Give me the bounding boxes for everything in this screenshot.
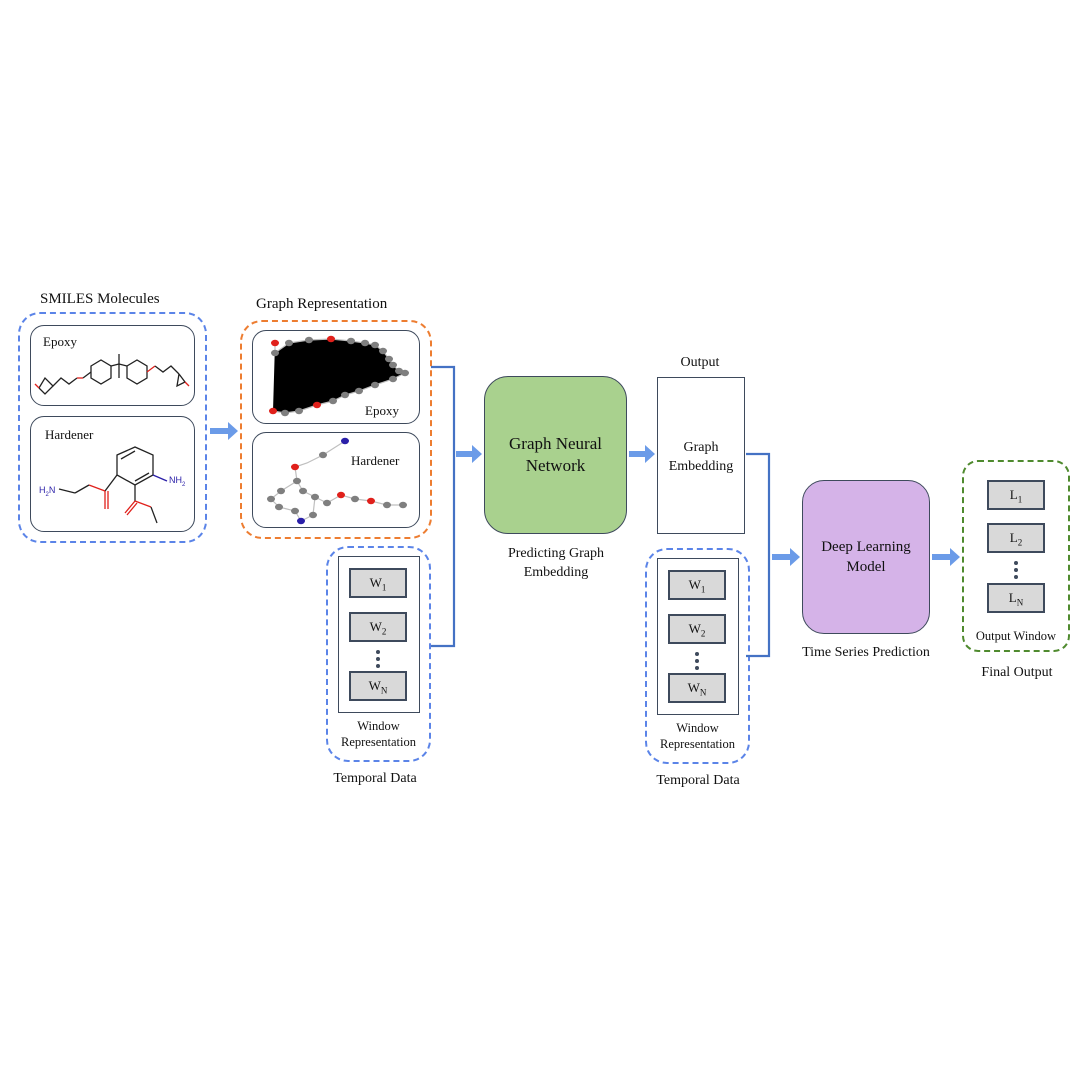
atom-node xyxy=(385,355,393,363)
atom-node xyxy=(367,497,375,505)
atom-node xyxy=(389,375,397,383)
atom-node xyxy=(389,361,397,369)
atom-node xyxy=(295,407,303,415)
atom-node xyxy=(347,337,355,345)
temporal-data-left-group xyxy=(326,546,431,762)
window-item-wn-left: WN xyxy=(349,671,407,701)
amine-left-label: H2N xyxy=(39,485,56,498)
atom-node xyxy=(341,391,349,399)
window-item-w2-left: W2 xyxy=(349,612,407,642)
arrow-smiles-to-graph xyxy=(210,422,238,440)
graph-epoxy-panel: Epoxy xyxy=(252,330,420,424)
atom-node xyxy=(319,451,327,459)
atom-node xyxy=(291,507,299,515)
atom-node xyxy=(311,493,319,501)
atom-node xyxy=(399,501,407,509)
atom-node xyxy=(271,349,279,357)
hardener-structure xyxy=(58,446,168,524)
graph-title: Graph Representation xyxy=(256,296,388,312)
temporal-data-left-caption: Temporal Data xyxy=(333,771,417,786)
smiles-title: SMILES Molecules xyxy=(40,291,160,307)
output-title: Output xyxy=(680,355,720,370)
graph-epoxy-structure xyxy=(269,335,409,417)
atom-node xyxy=(285,339,293,347)
atom-node xyxy=(299,487,307,495)
atom-node xyxy=(329,397,337,405)
window-item-w2-right: W2 xyxy=(668,614,726,644)
graph-hardener-structure xyxy=(267,437,407,525)
atom-node xyxy=(269,407,277,415)
atom-node xyxy=(341,437,349,445)
final-output-caption: Final Output xyxy=(981,665,1053,680)
ellipsis-dots-left xyxy=(375,650,381,671)
output-item-l1: L1 xyxy=(987,480,1045,510)
atom-node xyxy=(309,511,317,519)
bracket-left xyxy=(431,365,456,648)
atom-node xyxy=(361,339,369,347)
atom-node xyxy=(401,369,409,377)
output-item-l2: L2 xyxy=(987,523,1045,553)
atom-node xyxy=(371,341,379,349)
window-item-w1-left: W1 xyxy=(349,568,407,598)
atom-node xyxy=(281,409,289,417)
arrow-to-gnn xyxy=(456,445,482,463)
atom-node xyxy=(277,487,285,495)
hardener-molecule-panel: Hardener NH2 H2N xyxy=(30,416,195,532)
atom-node xyxy=(275,503,283,511)
graph-hardener-label: Hardener xyxy=(351,453,400,468)
final-output-group xyxy=(962,460,1070,652)
smiles-group xyxy=(18,312,207,543)
atom-node xyxy=(305,336,313,344)
hardener-label: Hardener xyxy=(45,427,94,442)
epoxy-label: Epoxy xyxy=(43,334,77,349)
atom-node xyxy=(371,381,379,389)
graph-hardener-panel: Hardener xyxy=(252,432,420,528)
atom-node xyxy=(395,367,403,375)
graph-epoxy-label: Epoxy xyxy=(365,403,399,418)
atom-node xyxy=(297,517,305,525)
output-window-label: Output Window xyxy=(975,629,1057,643)
atom-node xyxy=(351,495,359,503)
temporal-data-right-caption: Temporal Data xyxy=(656,773,740,788)
ellipsis-dots-output xyxy=(1013,561,1019,582)
atom-node xyxy=(379,347,387,355)
arrow-to-final-output xyxy=(932,548,960,566)
ellipsis-dots-right xyxy=(694,652,700,673)
window-item-wn-right: WN xyxy=(668,673,726,703)
arrow-gnn-to-embedding xyxy=(629,445,655,463)
atom-node xyxy=(271,339,279,347)
atom-node xyxy=(313,401,321,409)
atom-node xyxy=(293,477,301,485)
atom-node xyxy=(327,335,335,343)
epoxy-molecule-panel: Epoxy xyxy=(30,325,195,406)
amine-right-label: NH2 xyxy=(169,475,186,488)
atom-node xyxy=(267,495,275,503)
epoxy-structure xyxy=(34,354,190,395)
atom-node xyxy=(355,387,363,395)
atom-node xyxy=(323,499,331,507)
atom-node xyxy=(383,501,391,509)
window-item-w1-right: W1 xyxy=(668,570,726,600)
atom-node xyxy=(291,463,299,471)
time-series-prediction-caption: Time Series Prediction xyxy=(802,645,930,660)
arrow-to-deep-learning xyxy=(772,548,800,566)
atom-node xyxy=(337,491,345,499)
output-item-ln: LN xyxy=(987,583,1045,613)
